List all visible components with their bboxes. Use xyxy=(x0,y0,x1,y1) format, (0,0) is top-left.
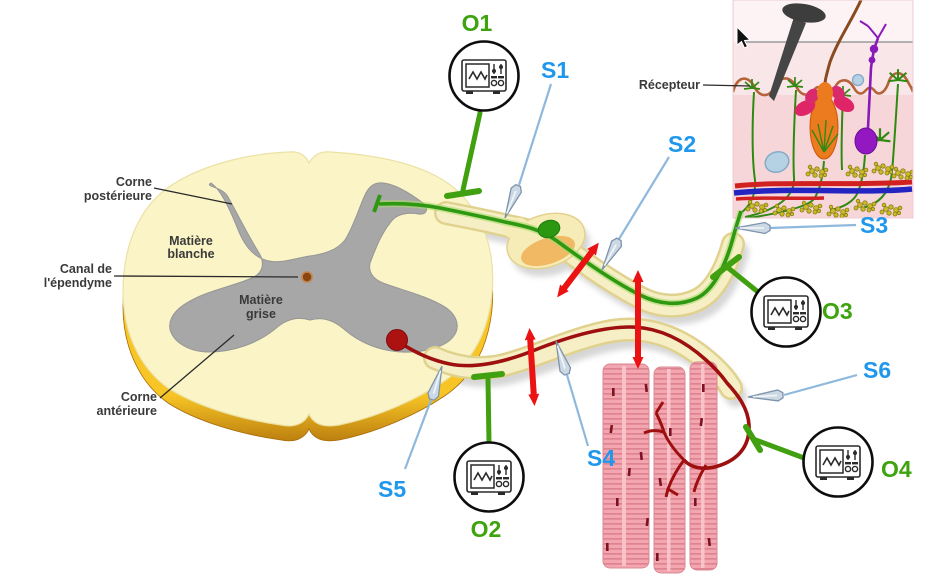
impulse-arrows xyxy=(524,242,644,406)
skin-receptor-panel xyxy=(732,0,914,219)
muscle xyxy=(602,361,718,574)
oscilloscope-o2[interactable]: O2 xyxy=(453,441,525,543)
oscilloscope-o4[interactable]: O4 xyxy=(802,426,912,498)
svg-text:postérieure: postérieure xyxy=(84,189,152,203)
motor-branches xyxy=(643,401,708,498)
sensory-synapse-terminal xyxy=(372,194,382,213)
electrode-s6[interactable]: S6 xyxy=(746,357,891,404)
label-corne-anterieure: Corne xyxy=(121,390,157,404)
blood-vessel-red-2 xyxy=(735,196,825,201)
central-canal xyxy=(301,271,313,283)
svg-text:antérieure: antérieure xyxy=(97,404,157,418)
blood-vessel-blue xyxy=(733,186,913,196)
receptor-follicle xyxy=(794,82,855,160)
oscilloscope-o1-label: O1 xyxy=(462,10,493,36)
electrode-s5-label: S5 xyxy=(378,476,406,502)
svg-text:l'épendyme: l'épendyme xyxy=(44,276,112,290)
electrode-s6-label: S6 xyxy=(863,357,891,383)
label-matiere-blanche: Matière xyxy=(169,234,213,248)
electrode-s2[interactable]: S2 xyxy=(596,131,696,274)
electrode-s1-label: S1 xyxy=(541,57,569,83)
oscilloscope-o2-label: O2 xyxy=(471,516,502,542)
electrode-s2-label: S2 xyxy=(668,131,696,157)
label-recepteur: Récepteur xyxy=(639,78,700,92)
recording-electrodes xyxy=(444,110,807,461)
label-matiere-grise: Matière xyxy=(239,293,283,307)
pin-icon xyxy=(769,3,826,101)
electrode-s1[interactable]: S1 xyxy=(499,57,569,221)
motor-neuron xyxy=(386,325,751,498)
blood-vessel-red xyxy=(734,179,913,189)
anatomy-labels: Corne postérieure Matière blanche Canal … xyxy=(44,78,700,418)
oscilloscope-o3-label: O3 xyxy=(822,298,853,324)
muscle-nuclei xyxy=(606,383,712,561)
skin-panel-border xyxy=(732,0,914,219)
motor-fiber xyxy=(398,325,751,470)
electrode-s4-label: S4 xyxy=(587,445,615,471)
label-corne-posterieure: Corne xyxy=(116,175,152,189)
svg-text:blanche: blanche xyxy=(167,247,214,261)
electrode-s3[interactable]: S3 xyxy=(734,212,888,238)
svg-text:grise: grise xyxy=(246,307,276,321)
mouse-cursor-icon xyxy=(736,25,752,49)
oscilloscope-o3[interactable]: O3 xyxy=(750,276,853,348)
cell-body-blue-small xyxy=(851,73,865,87)
oscilloscope-o1[interactable]: O1 xyxy=(448,10,520,112)
sensory-soma xyxy=(537,219,561,239)
label-pointer-lines xyxy=(113,84,751,399)
electrode-s3-label: S3 xyxy=(860,212,888,238)
cell-body-blue xyxy=(764,150,790,174)
electrode-s5[interactable]: S5 xyxy=(378,363,449,502)
stim-pointer-lines xyxy=(403,83,858,470)
receptor-purple xyxy=(854,20,887,155)
electrode-s4[interactable]: S4 xyxy=(549,338,616,471)
motor-soma xyxy=(386,329,408,351)
label-canal-ependyme: Canal de xyxy=(60,262,112,276)
oscilloscope-o4-label: O4 xyxy=(881,456,912,482)
spinal-cord xyxy=(122,151,494,442)
